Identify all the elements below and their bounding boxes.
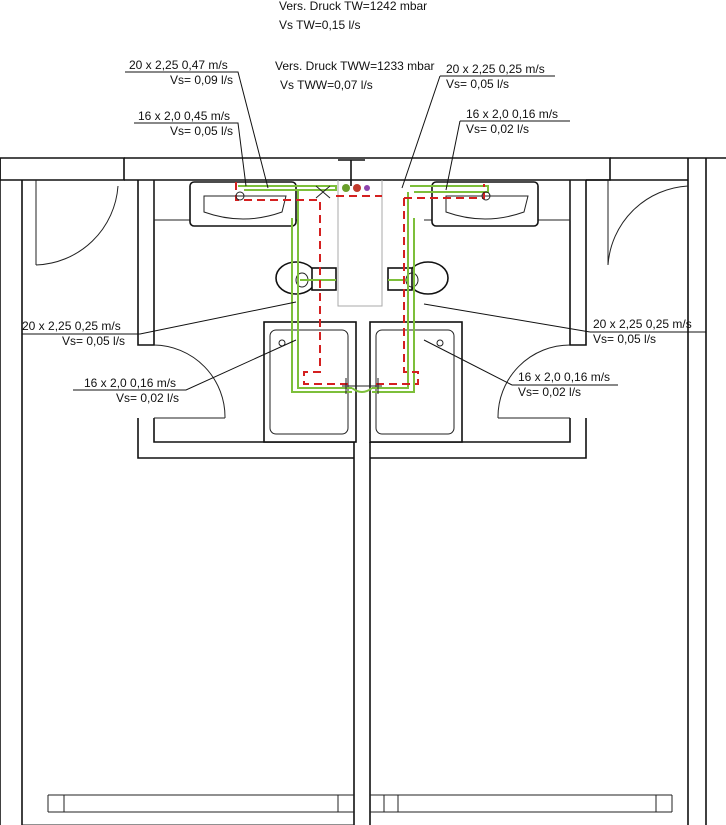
hot-water-pipes <box>235 182 485 385</box>
left-washbasin <box>189 181 297 227</box>
pipe-labels: 20 x 2,25 0,47 m/s Vs= 0,09 l/s 16 x 2,0… <box>22 58 692 405</box>
riser-connection <box>235 184 491 394</box>
left-sink-tap-icon <box>235 191 245 201</box>
pipe-label-right-shower-line1: 16 x 2,0 0,16 m/s <box>518 370 610 384</box>
fixtures <box>189 181 539 443</box>
pipe-label-left-shower-line2: Vs= 0,02 l/s <box>116 391 179 405</box>
pipe-label-right-sink-branch-line2: Vs= 0,02 l/s <box>466 122 529 136</box>
right-shower-tray <box>369 321 463 443</box>
pipe-label-left-sink-main-line1: 20 x 2,25 0,47 m/s <box>129 58 228 72</box>
header-annotations: Vers. Druck TW=1242 mbar Vs TW=0,15 l/s … <box>275 0 435 92</box>
riser-cold-icon <box>342 184 350 192</box>
pipe-label-right-sink-branch-line1: 16 x 2,0 0,16 m/s <box>466 107 558 121</box>
pipe-label-left-sink-branch-line2: Vs= 0,05 l/s <box>170 124 233 138</box>
pressure-tw-text: Vers. Druck TW=1242 mbar <box>279 0 427 13</box>
pipe-label-left-sink-main-line2: Vs= 0,09 l/s <box>170 73 233 87</box>
pipe-label-left-wc-line2: Vs= 0,05 l/s <box>62 334 125 348</box>
flow-tw-text: Vs TW=0,15 l/s <box>279 18 360 32</box>
installation-shaft <box>337 159 383 307</box>
pressure-tww-text: Vers. Druck TWW=1233 mbar <box>275 59 435 73</box>
left-wc <box>275 261 337 295</box>
pipe-label-left-sink-branch-line1: 16 x 2,0 0,45 m/s <box>138 109 230 123</box>
pipe-label-left-shower-line1: 16 x 2,0 0,16 m/s <box>84 376 176 390</box>
door-swings <box>35 180 689 419</box>
right-sink-tap-icon <box>481 191 491 201</box>
annotation-leaders <box>22 71 706 391</box>
pipe-label-right-sink-main-line1: 20 x 2,25 0,25 m/s <box>446 62 545 76</box>
riser-hot-icon <box>353 184 361 192</box>
cold-water-pipes <box>238 185 489 393</box>
riser-circulation-icon <box>364 185 370 191</box>
left-shower-tray <box>263 321 357 443</box>
right-wc <box>387 261 449 295</box>
pipe-label-left-wc-line1: 20 x 2,25 0,25 m/s <box>22 319 121 333</box>
building-walls <box>0 157 726 825</box>
pipe-label-right-wc-line2: Vs= 0,05 l/s <box>593 332 656 346</box>
pipe-label-right-wc-line1: 20 x 2,25 0,25 m/s <box>593 317 692 331</box>
pipe-label-right-shower-line2: Vs= 0,02 l/s <box>518 385 581 399</box>
pipe-label-right-sink-main-line2: Vs= 0,05 l/s <box>446 77 509 91</box>
flow-tww-text: Vs TWW=0,07 l/s <box>280 78 373 92</box>
